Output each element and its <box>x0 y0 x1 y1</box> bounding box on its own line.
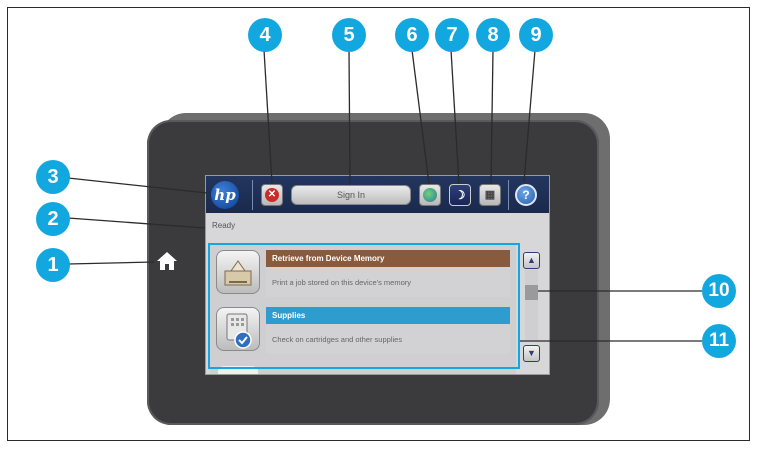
callout-4: 4 <box>248 18 282 52</box>
callout-2: 2 <box>36 202 70 236</box>
globe-icon <box>423 187 437 202</box>
supplies-icon <box>216 307 260 351</box>
screen-top-bar: hp ✕ Sign In ☽ ▦ ? <box>206 176 549 213</box>
retrieve-from-memory-icon <box>216 250 260 294</box>
status-text: Ready <box>212 221 236 230</box>
callout-6: 6 <box>395 18 429 52</box>
touchscreen-display: hp ✕ Sign In ☽ ▦ ? Ready <box>205 175 550 375</box>
callout-3: 3 <box>36 160 70 194</box>
chevron-up-icon: ▲ <box>527 255 536 265</box>
callout-5: 5 <box>332 18 366 52</box>
language-button[interactable] <box>419 184 441 206</box>
menu-area-highlight <box>208 243 520 369</box>
callout-8: 8 <box>476 18 510 52</box>
callout-10: 10 <box>702 274 736 308</box>
scroll-up-button[interactable]: ▲ <box>523 252 540 269</box>
menu-item-description: Print a job stored on this device's memo… <box>272 278 411 287</box>
network-icon: ▦ <box>484 189 496 201</box>
help-button[interactable]: ? <box>515 184 537 206</box>
help-icon: ? <box>522 188 530 202</box>
callout-9: 9 <box>519 18 553 52</box>
menu-item-title: Supplies <box>266 307 510 324</box>
menu-item-body <box>266 267 510 297</box>
menu-item-body <box>266 324 510 354</box>
menu-item-partial <box>218 366 258 374</box>
top-bar-divider <box>508 180 509 210</box>
callout-11: 11 <box>702 324 736 358</box>
scroll-down-button[interactable]: ▼ <box>523 345 540 362</box>
menu-item-supplies[interactable]: Supplies Check on cartridges and other s… <box>214 303 510 359</box>
network-button[interactable]: ▦ <box>479 184 501 206</box>
stop-button[interactable]: ✕ <box>261 184 283 206</box>
chevron-down-icon: ▼ <box>527 348 536 358</box>
callout-1: 1 <box>36 248 70 282</box>
callout-7: 7 <box>435 18 469 52</box>
menu-item-retrieve-from-device-memory[interactable]: Retrieve from Device Memory Print a job … <box>214 246 510 302</box>
sleep-button[interactable]: ☽ <box>449 184 471 206</box>
sign-in-button[interactable]: Sign In <box>291 185 411 205</box>
top-bar-divider <box>252 180 253 210</box>
stop-icon: ✕ <box>265 187 279 202</box>
scroll-thumb[interactable] <box>525 285 538 300</box>
menu-item-description: Check on cartridges and other supplies <box>272 335 403 344</box>
sleep-icon: ☽ <box>454 188 466 202</box>
hp-logo[interactable]: hp <box>211 181 239 209</box>
menu-item-title: Retrieve from Device Memory <box>266 250 510 267</box>
menu-list: Retrieve from Device Memory Print a job … <box>210 244 516 374</box>
home-icon[interactable] <box>155 250 179 272</box>
